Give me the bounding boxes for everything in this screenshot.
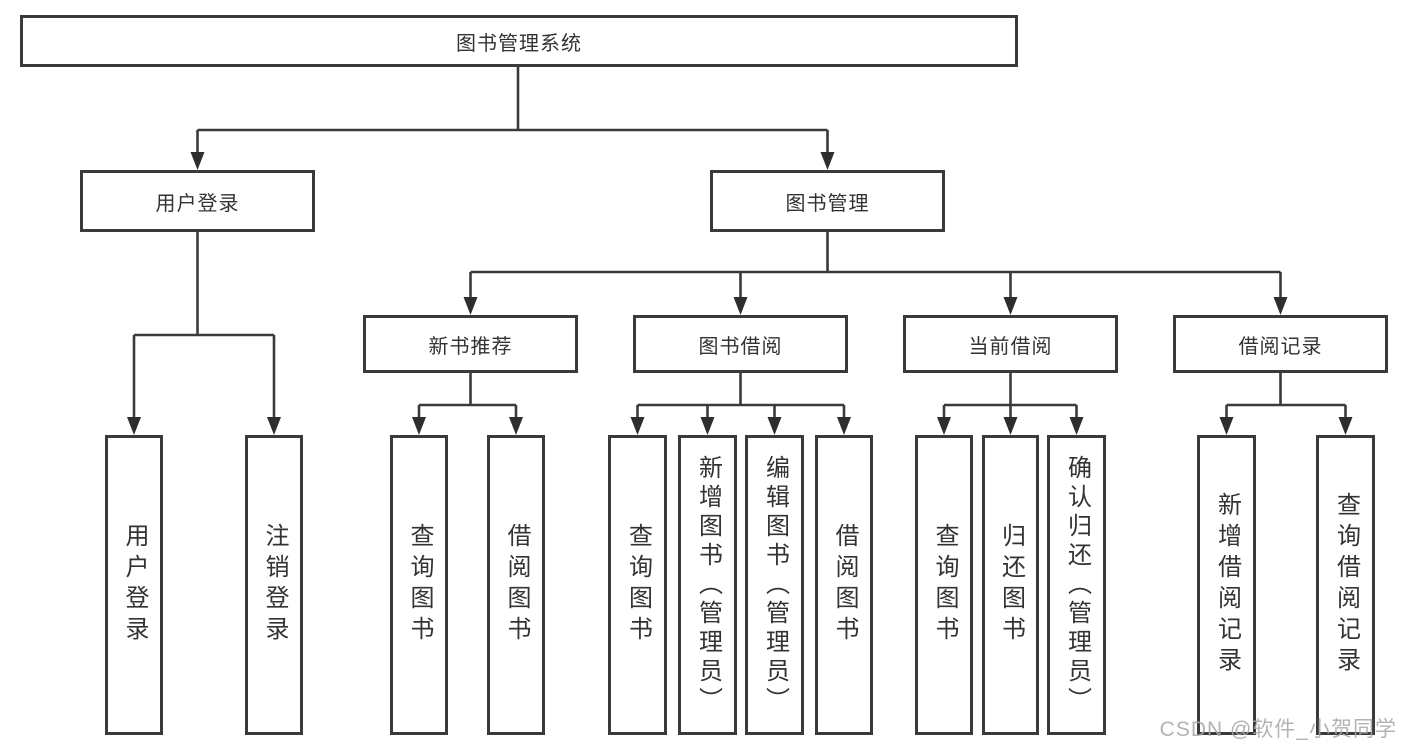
- node-user-login: 用户登录: [80, 170, 315, 232]
- leaf-query-books-current: 查询图书: [915, 435, 973, 735]
- leaf-add-borrow-record: 新增借阅记录: [1197, 435, 1256, 735]
- leaf-confirm-return-admin: 确认归还（管理员）: [1047, 435, 1106, 735]
- leaf-user-login: 用户登录: [105, 435, 163, 735]
- leaf-borrow-books: 借阅图书: [815, 435, 873, 735]
- node-current-borrowing: 当前借阅: [903, 315, 1118, 373]
- leaf-label: 新增图书（管理员）: [694, 454, 722, 716]
- leaf-label: 编辑图书（管理员）: [761, 454, 789, 716]
- leaf-label: 借阅图书: [831, 523, 858, 647]
- leaf-label: 确认归还（管理员）: [1063, 454, 1091, 716]
- leaf-query-books-recommend: 查询图书: [390, 435, 448, 735]
- leaf-borrow-books-recommend: 借阅图书: [487, 435, 545, 735]
- leaf-label: 归还图书: [997, 523, 1025, 647]
- leaf-label: 查询图书: [624, 523, 652, 647]
- leaf-label: 注销登录: [261, 523, 288, 647]
- leaf-label: 用户登录: [121, 523, 148, 647]
- leaf-edit-books-admin: 编辑图书（管理员）: [745, 435, 804, 735]
- leaf-label: 查询借阅记录: [1332, 492, 1360, 678]
- leaf-label: 查询图书: [931, 523, 958, 647]
- leaf-label: 借阅图书: [503, 523, 530, 647]
- node-new-book-recommendation: 新书推荐: [363, 315, 578, 373]
- node-borrowing-records: 借阅记录: [1173, 315, 1388, 373]
- leaf-add-books-admin: 新增图书（管理员）: [678, 435, 737, 735]
- node-library-management-system: 图书管理系统: [20, 15, 1018, 67]
- leaf-query-borrow-record: 查询借阅记录: [1316, 435, 1375, 735]
- leaf-logout: 注销登录: [245, 435, 303, 735]
- leaf-query-books-borrow: 查询图书: [608, 435, 667, 735]
- leaf-label: 查询图书: [406, 523, 433, 647]
- node-book-management: 图书管理: [710, 170, 945, 232]
- leaf-label: 新增借阅记录: [1213, 492, 1241, 678]
- csdn-watermark: CSDN @软件_小贺同学: [1159, 718, 1397, 741]
- leaf-return-books: 归还图书: [982, 435, 1039, 735]
- node-book-borrowing: 图书借阅: [633, 315, 848, 373]
